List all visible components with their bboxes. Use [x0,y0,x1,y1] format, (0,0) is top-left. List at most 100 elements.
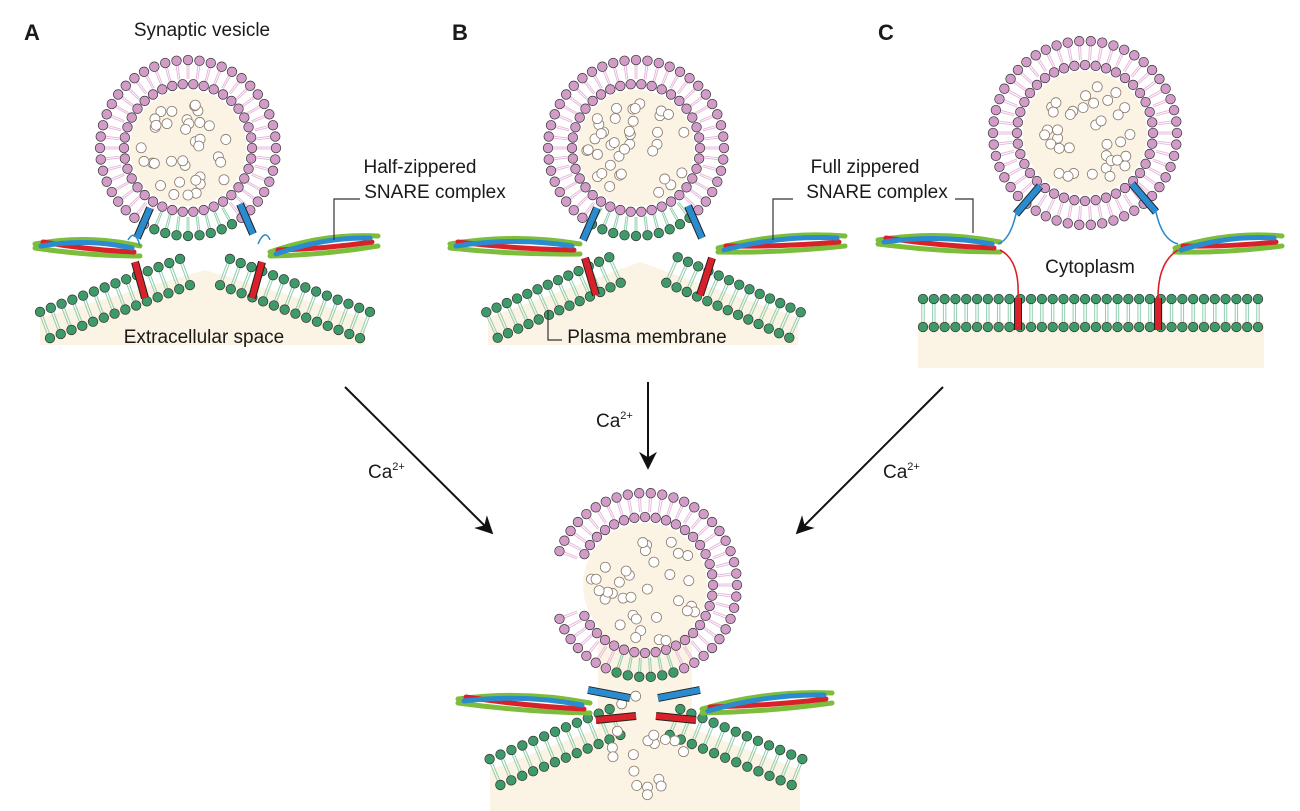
snare-complexes-b [447,204,848,297]
synaptobrevin-tmd [580,206,600,242]
syntaxin-tmd [249,261,265,299]
synaptobrevin-helix [273,235,373,257]
synaptobrevin-tmd [1129,182,1159,214]
calcium-label-left: Ca2+ [368,461,405,483]
linker [257,234,271,245]
arrow-a-to-fusion [344,386,494,535]
cytoplasm-label: Cytoplasm [1045,257,1135,278]
snap25-helix [715,243,848,255]
vesicle-lipid-heads [94,54,282,242]
synaptobrevin-helix [881,235,995,247]
snap25-helix [875,241,1003,255]
neurotransmitter-cluster [1039,81,1136,182]
calcium-charge-right: 2+ [907,461,920,473]
synaptic-vesicle-label: Synaptic vesicle [134,20,270,41]
calcium-charge-left: 2+ [392,461,405,473]
snare-complexes-fusion [455,686,835,724]
linker [127,234,141,247]
extracellular-space-area [40,270,365,345]
snap25-helix [267,243,381,259]
bilayer-tails [489,713,621,781]
plasma-membrane-a [34,253,376,345]
calcium-charge-middle: 2+ [620,410,633,422]
panel-b [447,54,848,345]
bilayer-tails [40,262,190,335]
synaptobrevin-helix [453,239,575,249]
synaptobrevin-helix [461,695,585,708]
syntaxin-linker [999,249,1019,299]
neurotransmitter-cluster [606,690,689,801]
panel-c [875,36,1285,368]
panel-letter-a: A [24,20,40,45]
full-zippered-label-line2: SNARE complex [806,182,948,203]
syntaxin-tmd [595,713,637,723]
snap25-helix [455,700,593,716]
synaptobrevin-tmd [134,206,153,240]
syntaxin-tmd [697,257,715,296]
vesicle-lipid-tails [104,64,272,232]
vesicle-lipid-heads [542,54,730,242]
snap25-helix [699,700,835,716]
synaptobrevin-tmd [657,687,701,701]
syntaxin-tmd [132,261,148,299]
panel-letter-c: C [878,20,894,45]
synaptobrevin-helix [705,692,827,714]
snare-complexes-c [875,181,1285,330]
vesicle-fusion [554,488,743,801]
calcium-label-middle: Ca2+ [596,410,633,432]
full-zippered-label-line1: Full zippered [811,157,920,178]
plasma-membrane-c [917,293,1264,333]
half-zippered-label-line2: SNARE complex [364,182,506,203]
bilayer-heads [214,253,376,344]
vesicle-b [542,54,730,242]
bilayer-tails [921,304,1260,322]
snap25-helix [32,245,143,259]
synaptobrevin-tmd [685,204,705,240]
full-zippered-leader-right [955,198,974,233]
synaptobrevin-tmd [587,687,631,701]
snare-complexes-a [32,202,381,300]
synaptobrevin-tmd [237,202,256,236]
synaptobrevin-helix [38,239,135,251]
arrow-c-to-fusion [795,386,944,535]
synaptobrevin-helix [1178,235,1277,253]
full-zippered-leader-left [772,198,793,240]
synaptobrevin-linker [1155,211,1179,245]
synaptobrevin-tmd [1013,184,1043,216]
calcium-ion-right: Ca [883,462,908,483]
neurotransmitter-cluster [586,536,700,646]
calcium-ion-left: Ca [368,462,393,483]
vesicle-lipid-heads [554,488,743,682]
bilayer-tails [486,261,621,334]
syntaxin-tmd [582,257,599,296]
fusion-pore-panel [455,488,835,811]
half-zippered-label-line1: Half-zippered [364,157,477,178]
vesicle-a [94,54,282,242]
syntaxin-linker [1157,249,1179,299]
neurotransmitter-cluster [581,98,690,198]
syntaxin-tmd [655,713,697,723]
half-zippered-leader [333,198,360,240]
bilayer-heads [484,703,626,791]
calcium-ion-middle: Ca [596,411,621,432]
panel-letter-b: B [452,20,468,45]
plasma-membrane-label: Plasma membrane [567,327,726,348]
synaptobrevin-helix [721,235,840,253]
vesicle-lipid-tails [552,64,720,232]
plasma-membrane-leader [547,310,562,341]
synaptobrevin-linker [997,213,1017,245]
calcium-label-right: Ca2+ [883,461,920,483]
vesicle-lipid-tails [563,498,732,672]
panel-a [32,54,381,345]
snap25-helix [1172,243,1285,255]
plasma-membrane-area [488,262,798,345]
bilayer-heads [661,252,806,343]
plasma-membrane-b [481,252,806,345]
bilayer-heads [917,293,1264,333]
vesicle-c [987,36,1183,230]
snap25-helix [447,245,583,257]
vesicle-lumen [130,90,246,206]
extracellular-space-label: Extracellular space [124,327,285,348]
neurotransmitter-cluster [135,99,232,201]
